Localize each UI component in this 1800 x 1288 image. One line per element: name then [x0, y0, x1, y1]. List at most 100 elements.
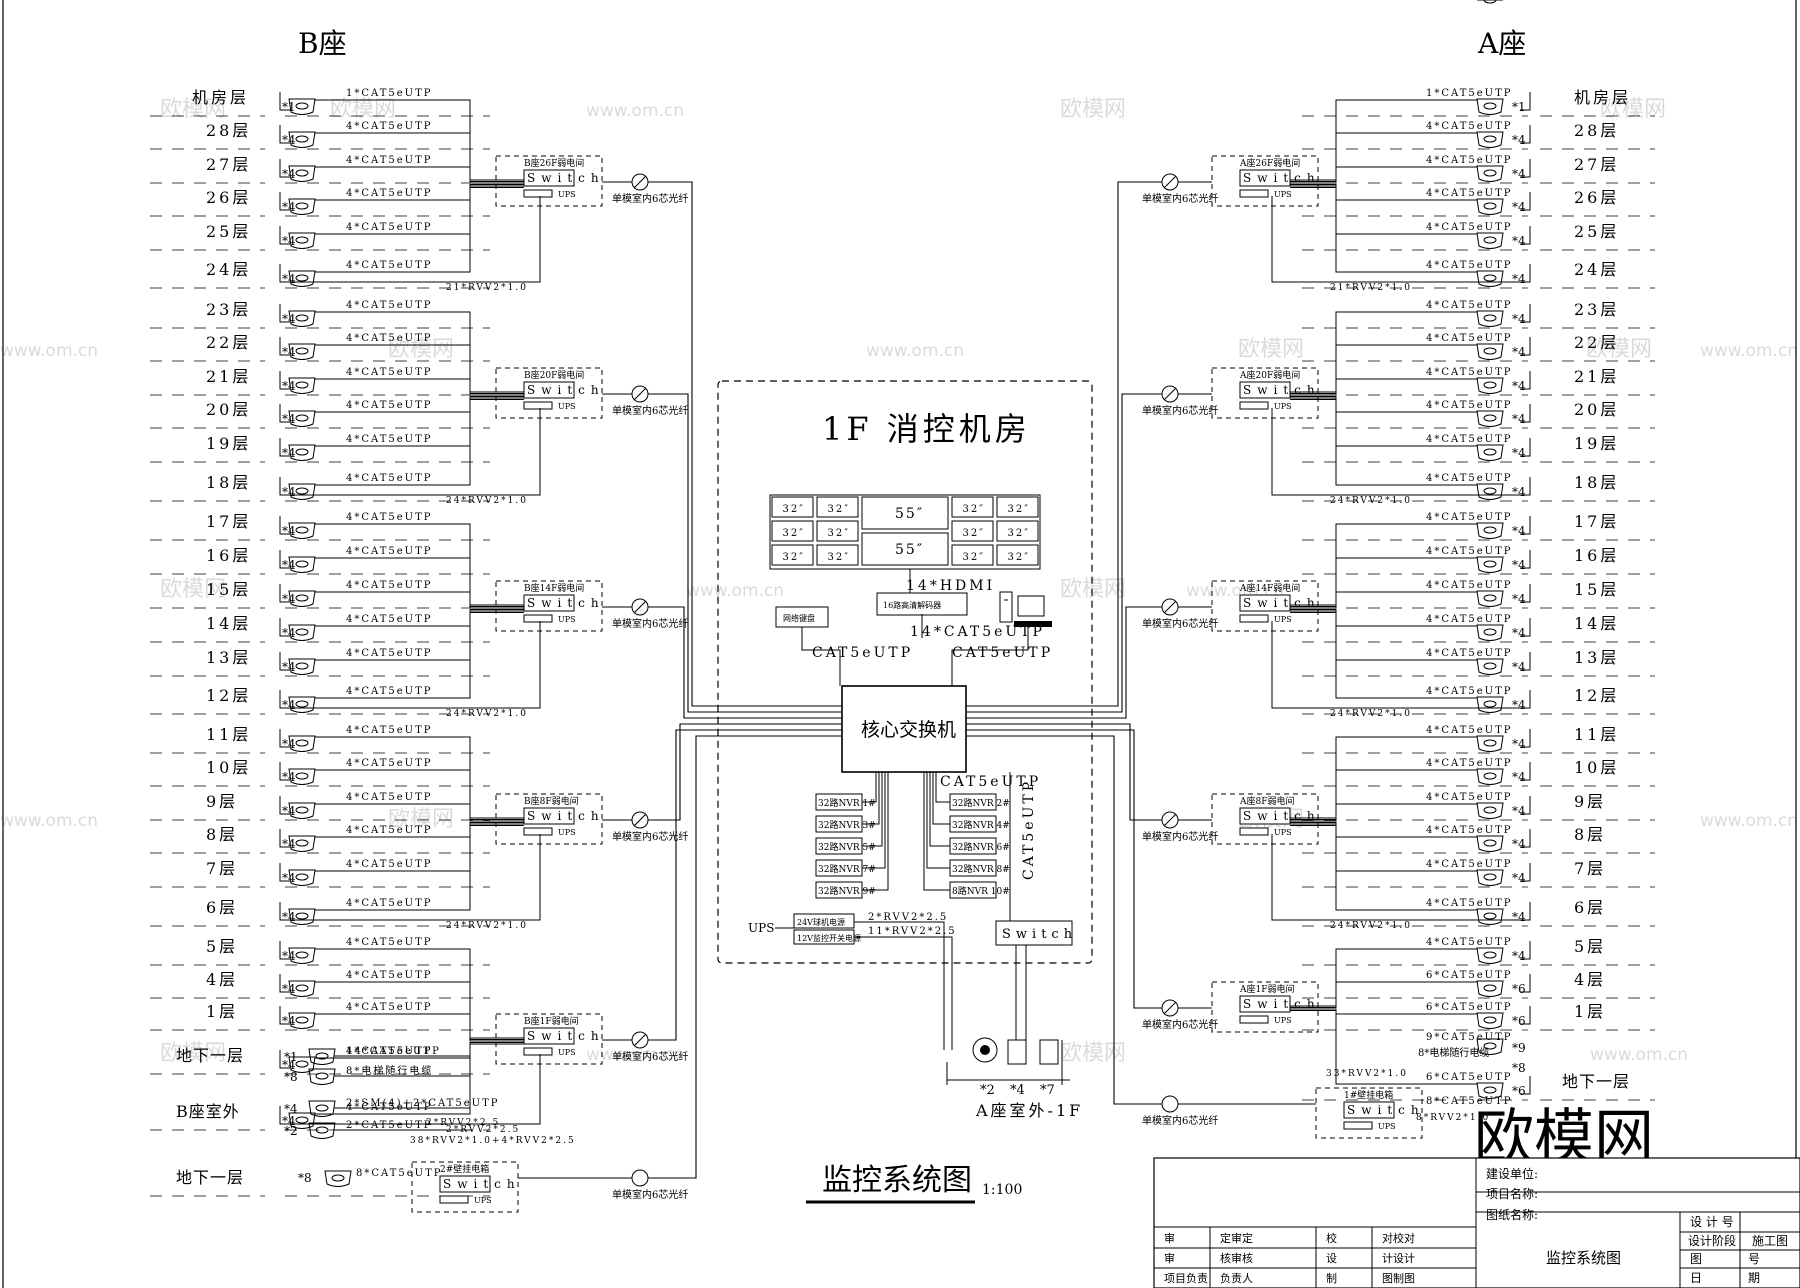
camera-bracket: [1520, 1006, 1531, 1025]
camera-count: *4: [1512, 949, 1526, 963]
camera-icon: [288, 1012, 316, 1029]
fiber-symbol: [631, 1169, 649, 1187]
floor-label-a: 21层: [1574, 367, 1619, 386]
camera-cable: [315, 399, 524, 486]
title-block-cell: 审: [1164, 1231, 1175, 1245]
rvv-label: 8*RVV2*1.0: [1416, 1113, 1490, 1123]
camera-count: *4: [282, 379, 296, 393]
monitor-size: 32″: [828, 528, 850, 539]
fiber-label: 单模室内6芯光纤: [1142, 1018, 1218, 1031]
nvr-label: 32路NVR 1#: [818, 797, 876, 809]
closet-label: A座20F弱电间: [1239, 369, 1300, 381]
camera-cable-label: 4*CAT5eUTP: [346, 898, 432, 909]
camera-body: [1476, 624, 1504, 641]
floor-label-a: 11层: [1574, 725, 1619, 744]
camera-count: *4: [282, 770, 296, 784]
nvr-link: [923, 772, 950, 891]
monitor-size: 32″: [783, 504, 805, 515]
camera-cable-label: 4*CAT5eUTP: [346, 121, 432, 132]
floor-label-a: 16层: [1574, 546, 1619, 565]
floor-label-a: 12层: [1574, 686, 1619, 705]
floor-label-b: 27层: [206, 155, 251, 174]
camera-lens: [295, 526, 309, 534]
camera-cable: [315, 591, 524, 609]
camera-body: [288, 624, 316, 641]
tb-project: 项目名称:: [1486, 1186, 1538, 1201]
rvv-label: 2*RVV2*2.5: [446, 1125, 520, 1135]
camera-lens: [1483, 951, 1497, 959]
camera-count: *4: [1512, 910, 1526, 924]
camera-count: *4: [1512, 626, 1526, 640]
camera-body: [308, 1122, 336, 1139]
floor-label-a: 27层: [1574, 155, 1619, 174]
camera-icon: [1476, 590, 1504, 607]
camera-icon: [288, 835, 316, 852]
camera-bracket: [1520, 371, 1531, 390]
monitor-screen: [816, 496, 859, 518]
camera-cable-label: 4*CAT5eUTP: [346, 300, 432, 311]
floor-label-a: 13层: [1574, 648, 1619, 667]
watermark-url: www.om.cn: [586, 101, 684, 121]
camera-body: [288, 980, 316, 997]
video-wall: 32″32″55″32″32″32″32″32″32″32″32″55″32″3…: [769, 494, 1041, 593]
ups-label: UPS: [1378, 1122, 1396, 1131]
camera-lens: [295, 314, 309, 322]
watermark-text: 欧模网: [388, 337, 454, 362]
camera-body: [308, 1100, 336, 1117]
monitor-size: 55″: [895, 506, 924, 522]
camera-cable-label: 4*CAT5eUTP: [1426, 725, 1512, 736]
camera-cable-label: 4*CAT5eUTP: [346, 546, 432, 557]
floor-switch-label: Switch: [443, 1177, 521, 1191]
floor-label-b: 4层: [206, 970, 238, 989]
fiber-trunk-a: [966, 181, 1162, 707]
closet-boundary: [495, 1013, 603, 1065]
floor-label-b: 9层: [206, 792, 238, 811]
watermark-url: www.om.cn: [586, 1045, 684, 1065]
camera-icon: [288, 869, 316, 886]
camera-cable-label: 4*CAT5eUTP: [1426, 546, 1512, 557]
camera-icon: [1476, 131, 1504, 148]
fiber-label: 单模室内6芯光纤: [612, 192, 688, 205]
camera-icon: [308, 1122, 336, 1139]
camera-cable: [315, 948, 524, 1039]
watermark-text: 欧模网: [1600, 97, 1666, 122]
camera-cable-label: 4*CAT5eUTP: [346, 937, 432, 948]
rvv-label: 24*RVV2*1.0: [446, 709, 528, 719]
floor-switch-box: [1239, 995, 1291, 1013]
camera-cable-label: 4*CAT5eUTP: [1426, 825, 1512, 836]
camera-lens: [295, 806, 309, 814]
camera-bracket: [1520, 92, 1531, 111]
floor-label-a: 24层: [1574, 260, 1619, 279]
outdoor-count-1: *2: [980, 1083, 995, 1098]
camera-count: *4: [1512, 837, 1526, 851]
power-box: [1239, 401, 1269, 410]
camera-icon: [308, 1100, 336, 1117]
floor-label-b: 15层: [206, 580, 251, 599]
ups-label: UPS: [1274, 190, 1292, 199]
floor-label-a: 9层: [1574, 792, 1606, 811]
camera-lens: [295, 169, 309, 177]
monitor-screen: [996, 496, 1039, 518]
rvv-power-2: 11*RVV2*2.5: [868, 926, 957, 937]
floor-label-a: 5层: [1574, 937, 1606, 956]
floor-switch-box: [523, 807, 575, 825]
camera-body: [288, 908, 316, 925]
nvr-link: [862, 772, 880, 825]
camera-icon: [1476, 522, 1504, 539]
monitor-screen: [816, 520, 859, 542]
camera-cable: [315, 736, 524, 819]
camera-lens: [331, 1174, 345, 1182]
watermark-text: 欧模网: [1060, 1041, 1126, 1066]
fiber-trunk-a: [966, 393, 1162, 713]
watermark-text: 欧模网: [160, 97, 226, 122]
camera-cable-label: 4*CAT5eUTP: [346, 155, 432, 166]
camera-cable: [1290, 378, 1477, 396]
closet-label: A座1F弱电间: [1239, 983, 1294, 995]
rvv-label: 24*RVV2*1.0: [446, 496, 528, 506]
floor-switch-box: [523, 594, 575, 612]
floor-label-a: 19层: [1574, 434, 1619, 453]
fiber-label: 单模室内6芯光纤: [1142, 830, 1218, 843]
camera-count: *4: [1512, 558, 1526, 572]
camera-count: *4: [282, 200, 296, 214]
